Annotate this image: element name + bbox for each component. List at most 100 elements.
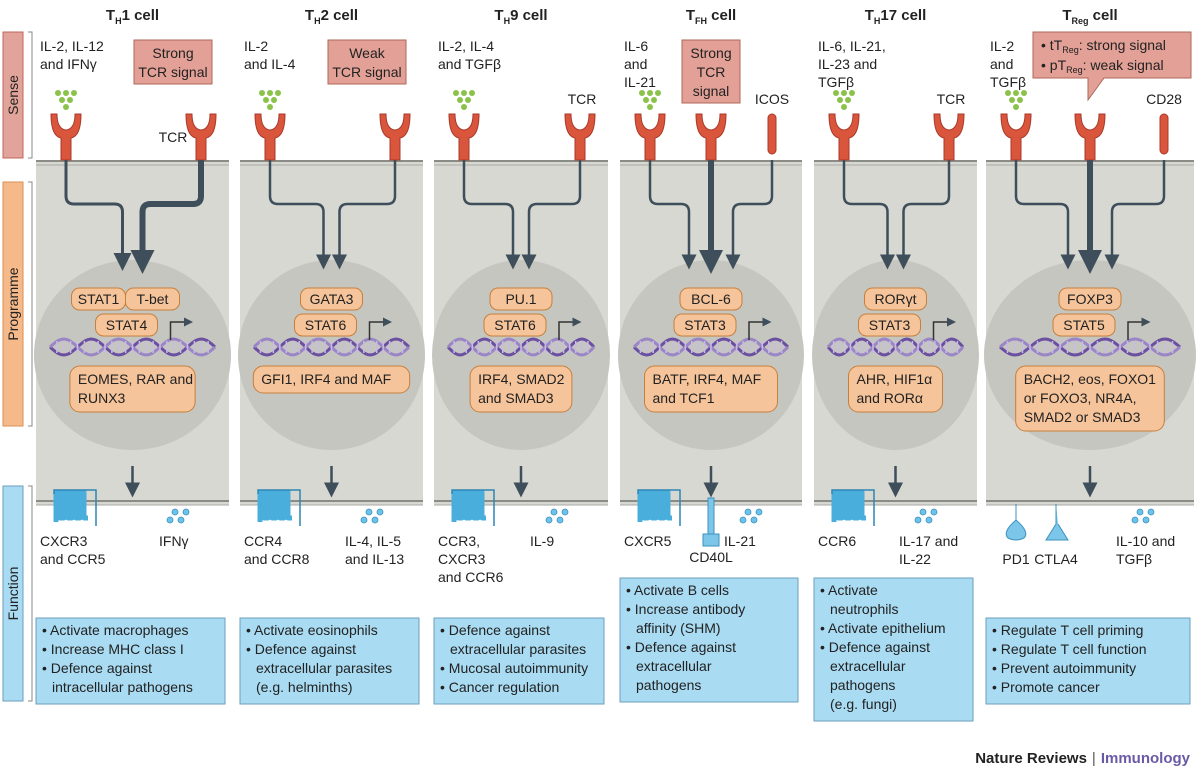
col5-cytokine-dots [833,90,855,110]
col4-cytokine-dots-dot [647,104,653,110]
col6-surface-label-1: PD1 [1002,551,1029,567]
col4-cytokine-dots-dot [655,90,661,96]
col6-costim-label: CD28 [1146,91,1182,107]
col6-cytokine-label: IL-2 [990,38,1014,54]
col6-pd1-shape [1005,504,1027,541]
col6-title: TReg cell [1062,7,1117,26]
col5-cytokine-dots-dot [833,90,839,96]
col1-tf-bottom-box [69,365,196,413]
col3-tf-bottom-box [469,365,573,413]
col4-cytokine-dots-dot [643,97,649,103]
col5-signal-arrow [896,160,951,270]
col2-title: TH2 cell [305,7,358,26]
col1-surface-receptor [53,489,97,526]
col2-nucleus [238,260,425,450]
col2-cytokine-dots-dot [263,97,269,103]
col2-tf-bottom-box [252,365,411,394]
col3-surface-receptor-outline [451,489,495,526]
col6-cytokine-dots-dot [1017,97,1023,103]
col1-signal-box [133,39,213,85]
col3-title: TH9 cell [494,7,547,26]
col3-cytokine-dots-dot [461,90,467,96]
col3-signal-arrow [462,160,521,270]
col4-tcr-receptor [695,113,727,161]
col1-secreted-dots-dot [177,516,185,524]
col4-cd40l-head [702,533,720,547]
col5-secreted-label: IL-22 [899,551,931,567]
col3-tf-top-box [489,287,553,311]
col1-function-item: • Activate macrophages [42,622,189,638]
col1-surface-receptor-outline [53,489,97,526]
col5-function-box [813,577,974,722]
col5-surface-receptor [831,489,875,526]
col4-tf-bottom-box [644,365,778,413]
col5-tf-mid-box [858,313,921,337]
col3-function-item: • Defence against [440,622,550,638]
col6-tcr-receptor-shape [1074,113,1106,161]
col3-promoter-arrow [558,317,582,340]
col3-cytokine-dots-dot [461,104,467,110]
col4-tf-bottom-label: and TCF1 [653,390,715,406]
col1-function-box [35,617,226,705]
col4-secreted-dots-dot [744,508,752,516]
col4-signal-label: signal [693,83,730,99]
col4-function-box [619,577,799,703]
credit-separator: | [1091,750,1096,767]
col3-tcr-receptor-shape [564,113,596,161]
col1-title-main: T [106,7,115,24]
col4-signal-label: TCR [697,64,726,80]
col1-tf-mid: STAT4 [106,317,148,333]
col3-surface-label: CXCR3 [438,551,486,567]
col2-secreted-dots-dot [365,508,373,516]
col6-ctla4-shape [1045,504,1069,541]
col1-cytokine-receptor-shape [50,113,82,161]
col5-secreted-dots-dot [914,516,922,524]
col6-function-item: • Prevent autoimmunity [992,660,1136,676]
col6-tf-bottom-label: BACH2, eos, FOXO1 [1024,371,1156,387]
col5-tf-top: RORγt [875,291,917,307]
col1-tf-top-2-box [125,287,180,311]
col6-costim-receptor [1159,113,1169,155]
col1-surface-receptor-shape [53,489,88,522]
col2-function-item: • Activate eosinophils [246,622,378,638]
col6-signal-part: Reg [1066,65,1083,75]
col6-signal-part: Reg [1062,45,1079,55]
row-label-function-box [2,485,24,702]
col2-cytokine-dots [259,90,281,110]
col6-function-item: • Promote cancer [992,679,1100,695]
col2-secreted-dots [360,508,384,524]
col4-tf-bottom-label: BATF, IRF4, MAF [653,371,762,387]
col4-secreted-dots-dot [739,516,747,524]
col6-cytokine-label: and [990,56,1013,72]
col6-promoter-arrow [1127,317,1151,340]
col1-secreted-dots-dot [166,516,174,524]
col2-surface-receptor-outline [257,489,301,526]
col2-promoter-arrow [368,317,392,340]
col5-promoter-arrow [932,317,956,340]
col6-signal-arrow [1104,160,1166,270]
col4-title-main: T [686,7,695,24]
row-label-sense: Sense [5,75,21,115]
col1-tf-top-1: STAT1 [78,291,120,307]
col5-secreted-dots [914,508,938,524]
col6-secreted-dots-dot [1136,508,1144,516]
col5-tf-bottom-label: AHR, HIF1α [857,371,933,387]
col5-cytokine-dots-dot [845,97,851,103]
row-label-programme: Programme [5,267,21,340]
col2-cytokine-dots-dot [267,90,273,96]
col6-tf-bottom-label: SMAD2 or SMAD3 [1024,409,1141,425]
col5-title: TH17 cell [865,7,927,26]
col1-cytokine-dots-dot [71,90,77,96]
col4-tf-mid: STAT3 [684,317,726,333]
col1-function-item: • Defence against [42,660,152,676]
col3-tf-top: PU.1 [505,291,536,307]
col5-tcr-label: TCR [937,91,966,107]
col2-surface-label: CCR4 [244,533,282,549]
col5-tcr-receptor-shape [933,113,965,161]
col4-signal-label: Strong [690,45,731,61]
col3-signal-arrow [521,160,582,270]
col5-tf-bottom-label: and RORα [857,390,923,406]
col4-cytokine-label: and [624,56,647,72]
col6-signal-line2: • pTReg: weak signal [1041,57,1164,75]
col1-tf-top-2: T-bet [137,291,169,307]
